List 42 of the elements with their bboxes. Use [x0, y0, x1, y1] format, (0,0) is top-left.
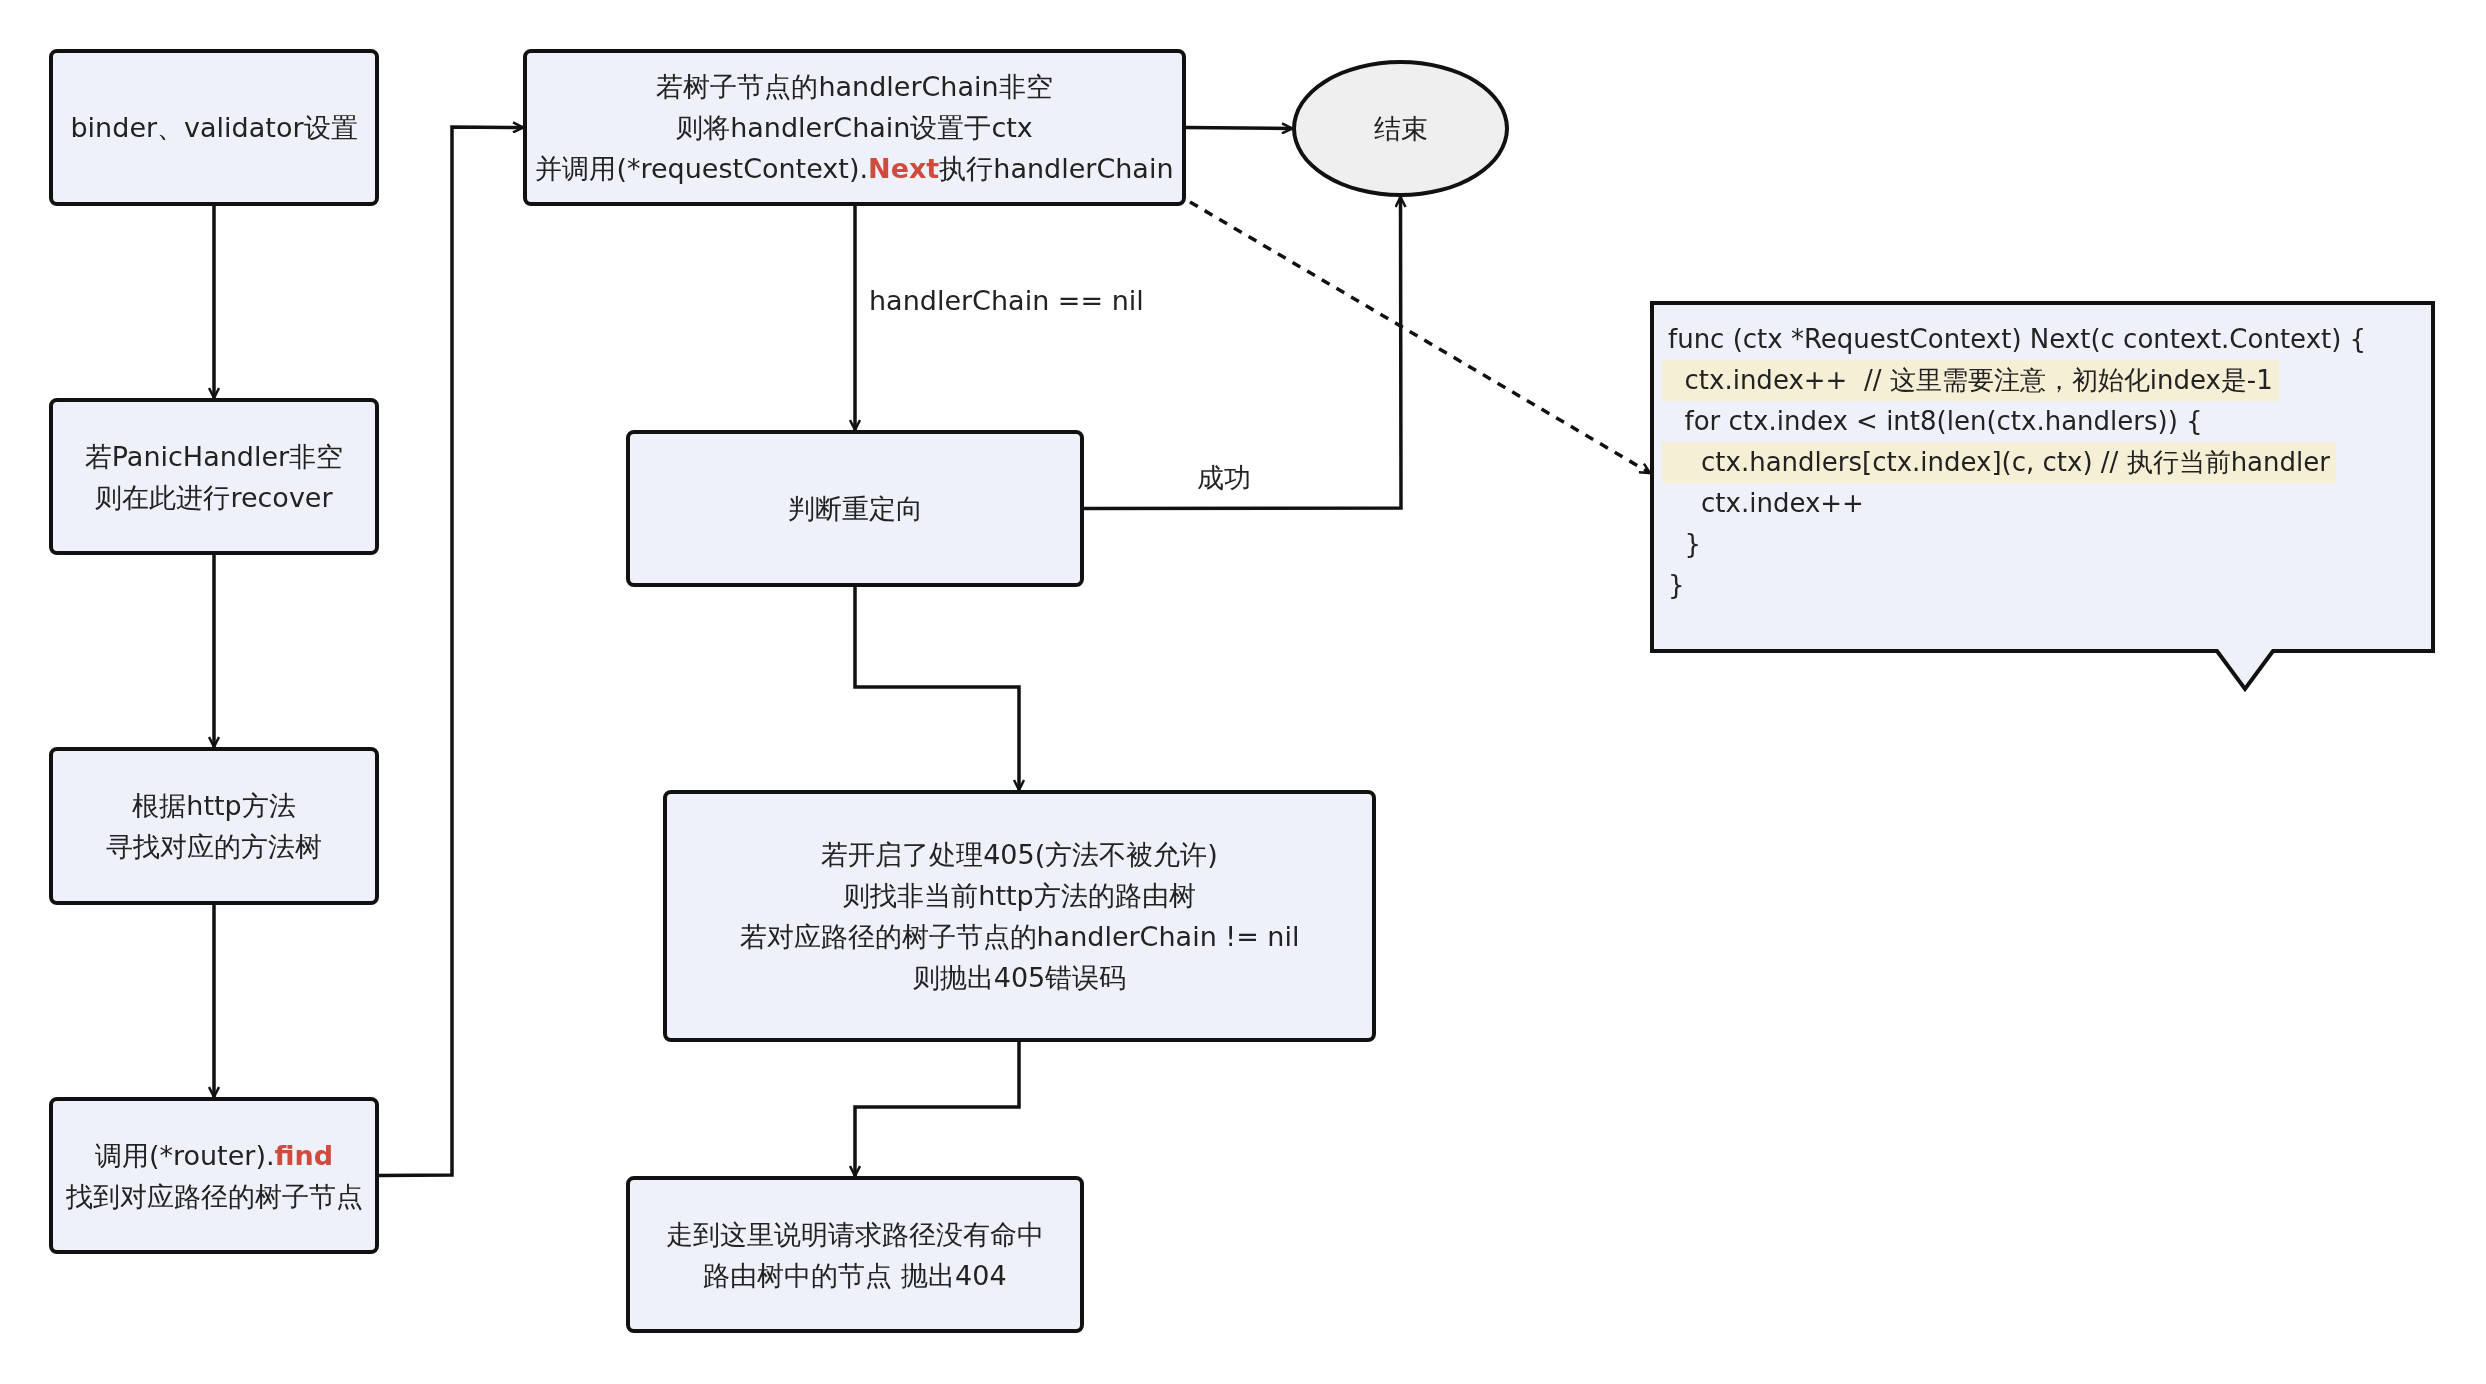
process-box: [626, 430, 1084, 587]
arrow: [1186, 122, 1294, 135]
node-text: 则在此进行recover: [95, 480, 333, 515]
code-line: ctx.index++: [1700, 487, 1865, 520]
process-box: [49, 49, 379, 206]
arrow: [853, 587, 1026, 792]
arrow: [1084, 195, 1407, 511]
process-box: [49, 1097, 379, 1254]
node-text: 找到对应路径的树子节点: [65, 1179, 363, 1214]
node-text: 路由树中的节点 抛出404: [703, 1258, 1007, 1293]
arrow: [207, 206, 221, 400]
process-box: [49, 398, 379, 555]
code-line: for ctx.index < int8(len(ctx.handlers)) {: [1683, 405, 2204, 438]
arrow: [207, 905, 221, 1099]
code-line: }: [1683, 528, 1703, 561]
node-text: 并调用(*requestContext).Next执行handlerChain: [535, 152, 1174, 186]
code-callout: [1650, 301, 2435, 693]
node-text: 结束: [1373, 112, 1428, 146]
arrow: [848, 1042, 1021, 1178]
node-text: 调用(*router).find: [94, 1138, 334, 1173]
node-text: 若开启了处理405(方法不被允许): [821, 838, 1218, 872]
node-text: 则将handlerChain设置于ctx: [676, 111, 1033, 145]
arrow: [207, 555, 221, 749]
node-text: 根据http方法: [132, 789, 296, 823]
dashed-arrow: [1189, 200, 1652, 475]
process-box: [626, 1176, 1084, 1333]
node-text: 寻找对应的方法树: [106, 830, 322, 864]
process-box: [523, 49, 1186, 206]
node-text: 若对应路径的树子节点的handlerChain != nil: [739, 920, 1300, 954]
process-box: [663, 790, 1376, 1042]
code-line: func (ctx *RequestContext) Next(c context.Context) {: [1667, 323, 2368, 356]
node-text: 则找非当前http方法的路由树: [843, 879, 1196, 913]
arrow: [848, 206, 862, 432]
arrow: [379, 121, 525, 1178]
node-text: 若PanicHandler非空: [84, 439, 344, 474]
node-text: 走到这里说明请求路径没有命中: [666, 1217, 1044, 1252]
code-line: }: [1667, 569, 1686, 602]
node-text: binder、validator设置: [70, 111, 358, 145]
node-text: 则抛出405错误码: [912, 961, 1127, 995]
node-text: 若树子节点的handlerChain非空: [656, 70, 1053, 104]
process-box: [49, 747, 379, 905]
node-text: 判断重定向: [787, 492, 923, 526]
